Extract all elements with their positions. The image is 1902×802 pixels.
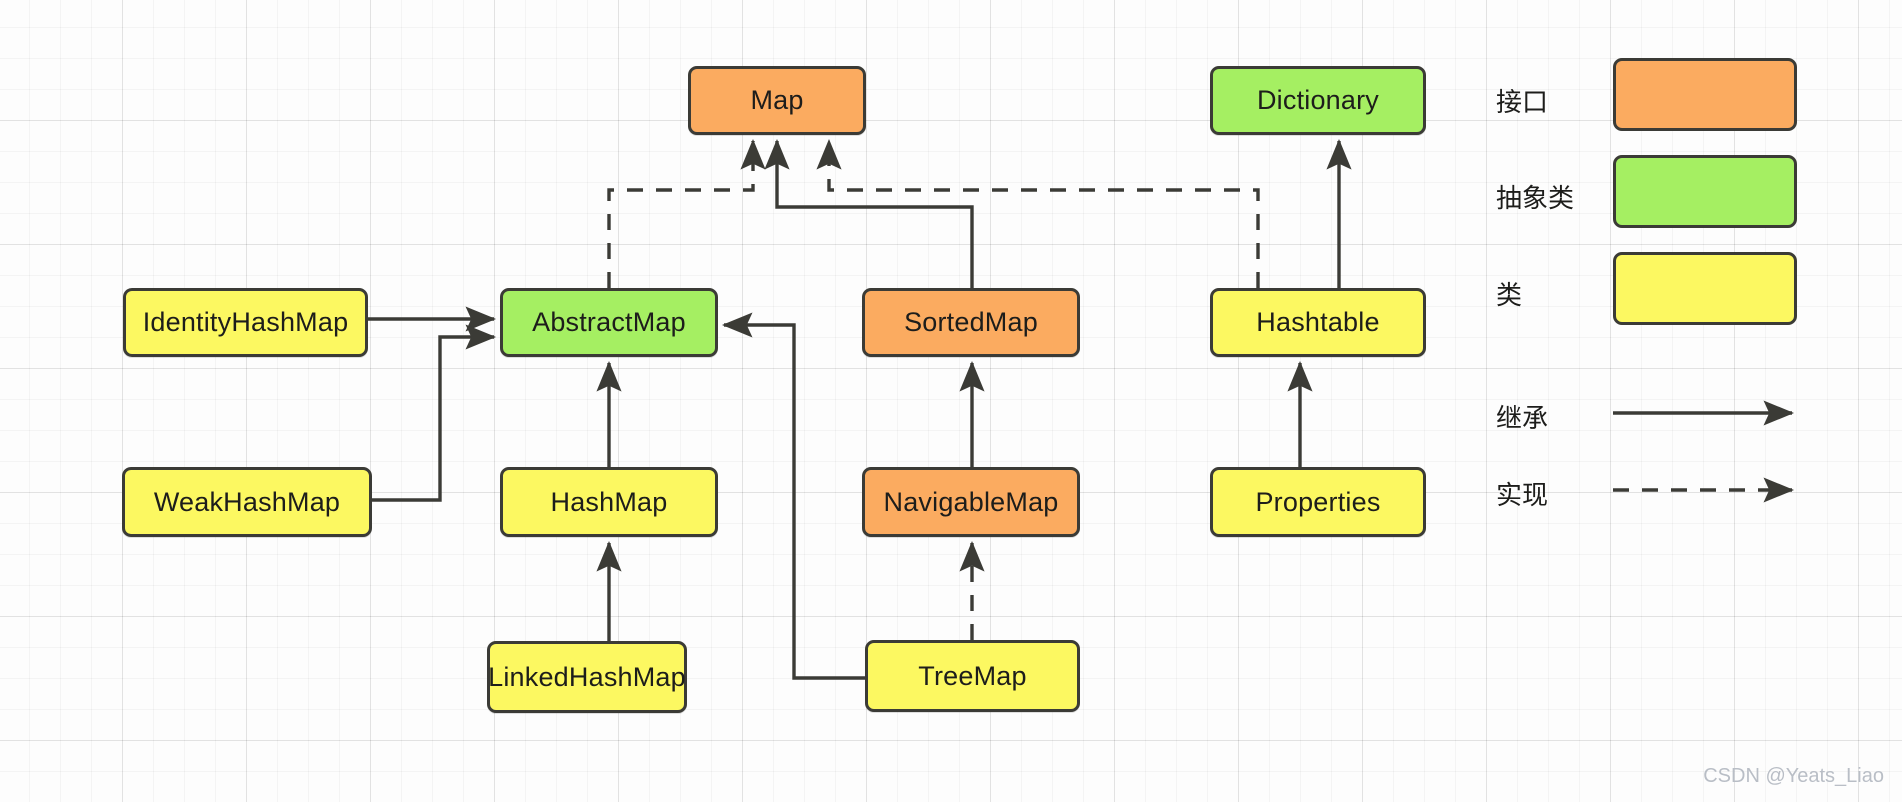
node-navigablemap[interactable]: NavigableMap (862, 467, 1080, 537)
node-hashtable[interactable]: Hashtable (1210, 288, 1426, 357)
node-label: LinkedHashMap (488, 661, 686, 692)
node-label: Map (750, 85, 804, 115)
legend-label-abstract-class: 抽象类 (1496, 183, 1575, 213)
node-label: SortedMap (904, 307, 1038, 337)
node-label: AbstractMap (532, 307, 686, 337)
node-hashmap[interactable]: HashMap (500, 467, 718, 537)
node-map[interactable]: Map (688, 66, 866, 135)
node-label: HashMap (550, 486, 668, 517)
node-properties[interactable]: Properties (1210, 467, 1426, 537)
node-sortedmap[interactable]: SortedMap (862, 288, 1080, 357)
node-label: Hashtable (1256, 307, 1380, 337)
node-label: NavigableMap (883, 486, 1059, 517)
node-label: Properties (1255, 486, 1381, 517)
edge-sortedmap-extends-map (764, 138, 974, 288)
node-label: TreeMap (918, 660, 1027, 691)
node-label: Dictionary (1256, 85, 1380, 115)
legend-label-class: 类 (1496, 280, 1523, 310)
watermark: CSDN @Yeats_Liao (1703, 765, 1884, 787)
node-linkedhashmap[interactable]: LinkedHashMap (487, 641, 687, 713)
node-identityhashmap[interactable]: IdentityHashMap (123, 288, 368, 357)
legend-swatch-class (1613, 252, 1797, 325)
node-label: IdentityHashMap (142, 307, 349, 337)
node-weakhashmap[interactable]: WeakHashMap (122, 467, 372, 537)
node-label: WeakHashMap (153, 486, 341, 517)
legend-label-interface: 接口 (1496, 87, 1549, 117)
edge-abstractmap-implements-map (607, 138, 766, 288)
legend-swatch-abstract-class (1613, 155, 1797, 228)
node-dictionary[interactable]: Dictionary (1210, 66, 1426, 135)
edge-weakhashmap-extends-abstractmap (372, 324, 497, 502)
node-treemap[interactable]: TreeMap (865, 640, 1080, 712)
edge-treemap-extends-abstractmap (721, 312, 865, 680)
node-abstractmap[interactable]: AbstractMap (500, 288, 718, 357)
edge-hashtable-implements-map (816, 138, 1260, 288)
legend-swatch-interface (1613, 58, 1797, 131)
legend-label-implementation: 实现 (1496, 480, 1549, 510)
legend-label-inheritance: 继承 (1496, 403, 1549, 433)
